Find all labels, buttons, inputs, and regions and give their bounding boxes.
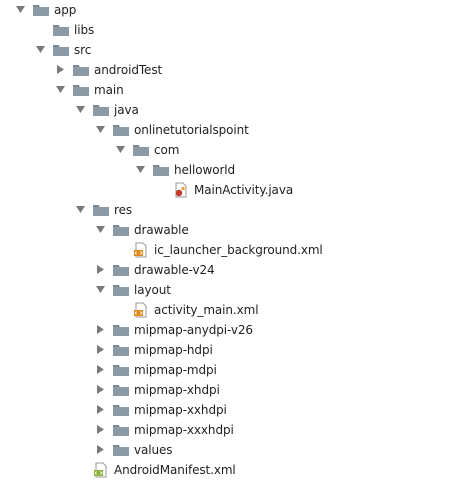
- tree-node-androidtest[interactable]: androidTest: [0, 60, 453, 80]
- tree-node-label: activity_main.xml: [154, 303, 259, 317]
- collapse-arrow-icon[interactable]: [55, 64, 66, 75]
- folder-icon: [132, 142, 150, 158]
- expand-arrow-icon[interactable]: [75, 204, 86, 215]
- tree-node-mipmap-xxxhdpi[interactable]: mipmap-xxxhdpi: [0, 420, 453, 440]
- tree-node-label: MainActivity.java: [194, 183, 294, 197]
- collapse-arrow-icon[interactable]: [95, 344, 106, 355]
- folder-icon: [112, 382, 130, 398]
- folder-icon: [112, 282, 130, 298]
- tree-node-main[interactable]: main: [0, 80, 453, 100]
- expand-arrow-icon[interactable]: [95, 224, 106, 235]
- folder-icon: [72, 82, 90, 98]
- tree-node-label: java: [114, 103, 139, 117]
- tree-node-values[interactable]: values: [0, 440, 453, 460]
- tree-node-label: ic_launcher_background.xml: [154, 243, 323, 257]
- folder-icon: [152, 162, 170, 178]
- folder-icon: [32, 2, 50, 18]
- folder-icon: [92, 202, 110, 218]
- tree-node-label: com: [154, 143, 180, 157]
- tree-node-label: AndroidManifest.xml: [114, 463, 236, 477]
- tree-node-drawable-v24[interactable]: drawable-v24: [0, 260, 453, 280]
- collapse-arrow-icon[interactable]: [95, 364, 106, 375]
- collapse-arrow-icon[interactable]: [95, 424, 106, 435]
- tree-node-onlinetutorialspoint[interactable]: onlinetutorialspoint: [0, 120, 453, 140]
- tree-node-label: drawable-v24: [134, 263, 215, 277]
- tree-node-mipmap-xhdpi[interactable]: mipmap-xhdpi: [0, 380, 453, 400]
- manifest-file-icon: [92, 462, 110, 478]
- tree-node-label: main: [94, 83, 124, 97]
- tree-node-label: androidTest: [94, 63, 163, 77]
- expand-arrow-icon[interactable]: [95, 124, 106, 135]
- tree-node-activity-main-xml[interactable]: activity_main.xml: [0, 300, 453, 320]
- tree-node-label: layout: [134, 283, 171, 297]
- folder-icon: [112, 222, 130, 238]
- folder-icon: [52, 42, 70, 58]
- xml-file-icon: [132, 242, 150, 258]
- collapse-arrow-icon[interactable]: [95, 384, 106, 395]
- collapse-arrow-icon[interactable]: [95, 264, 106, 275]
- tree-node-mainactivity-java[interactable]: MainActivity.java: [0, 180, 453, 200]
- expand-arrow-icon[interactable]: [15, 4, 26, 15]
- folder-icon: [52, 22, 70, 38]
- folder-icon: [72, 62, 90, 78]
- expand-arrow-icon[interactable]: [135, 164, 146, 175]
- folder-icon: [92, 102, 110, 118]
- expand-arrow-icon[interactable]: [55, 84, 66, 95]
- folder-icon: [112, 422, 130, 438]
- tree-node-drawable[interactable]: drawable: [0, 220, 453, 240]
- tree-node-com[interactable]: com: [0, 140, 453, 160]
- tree-node-label: mipmap-xxxhdpi: [134, 423, 234, 437]
- tree-node-label: src: [74, 43, 92, 57]
- collapse-arrow-icon[interactable]: [95, 404, 106, 415]
- expand-arrow-icon[interactable]: [75, 104, 86, 115]
- tree-node-helloworld[interactable]: helloworld: [0, 160, 453, 180]
- xml-file-icon: [132, 302, 150, 318]
- tree-node-label: helloworld: [174, 163, 236, 177]
- folder-icon: [112, 362, 130, 378]
- tree-node-mipmap-xxhdpi[interactable]: mipmap-xxhdpi: [0, 400, 453, 420]
- tree-node-label: mipmap-xhdpi: [134, 383, 220, 397]
- collapse-arrow-icon[interactable]: [95, 444, 106, 455]
- folder-icon: [112, 322, 130, 338]
- tree-node-app[interactable]: app: [0, 0, 453, 20]
- tree-node-mipmap-mdpi[interactable]: mipmap-mdpi: [0, 360, 453, 380]
- collapse-arrow-icon[interactable]: [95, 324, 106, 335]
- tree-node-label: mipmap-hdpi: [134, 343, 213, 357]
- folder-icon: [112, 402, 130, 418]
- tree-node-label: drawable: [134, 223, 189, 237]
- java-file-icon: [172, 182, 190, 198]
- tree-node-label: libs: [74, 23, 95, 37]
- tree-node-label: res: [114, 203, 133, 217]
- expand-arrow-icon[interactable]: [35, 44, 46, 55]
- folder-icon: [112, 342, 130, 358]
- folder-icon: [112, 262, 130, 278]
- tree-node-layout[interactable]: layout: [0, 280, 453, 300]
- folder-icon: [112, 442, 130, 458]
- tree-node-src[interactable]: src: [0, 40, 453, 60]
- folder-icon: [112, 122, 130, 138]
- tree-node-label: mipmap-xxhdpi: [134, 403, 227, 417]
- tree-node-libs[interactable]: libs: [0, 20, 453, 40]
- expand-arrow-icon[interactable]: [115, 144, 126, 155]
- tree-node-label: app: [54, 3, 77, 17]
- tree-node-java[interactable]: java: [0, 100, 453, 120]
- tree-node-label: mipmap-mdpi: [134, 363, 217, 377]
- tree-node-res[interactable]: res: [0, 200, 453, 220]
- tree-node-androidmanifest-xml[interactable]: AndroidManifest.xml: [0, 460, 453, 480]
- tree-node-mipmap-anydpi-v26[interactable]: mipmap-anydpi-v26: [0, 320, 453, 340]
- tree-node-label: values: [134, 443, 173, 457]
- tree-node-label: onlinetutorialspoint: [134, 123, 249, 137]
- tree-node-ic-launcher-background-xml[interactable]: ic_launcher_background.xml: [0, 240, 453, 260]
- tree-node-mipmap-hdpi[interactable]: mipmap-hdpi: [0, 340, 453, 360]
- tree-node-label: mipmap-anydpi-v26: [134, 323, 253, 337]
- expand-arrow-icon[interactable]: [95, 284, 106, 295]
